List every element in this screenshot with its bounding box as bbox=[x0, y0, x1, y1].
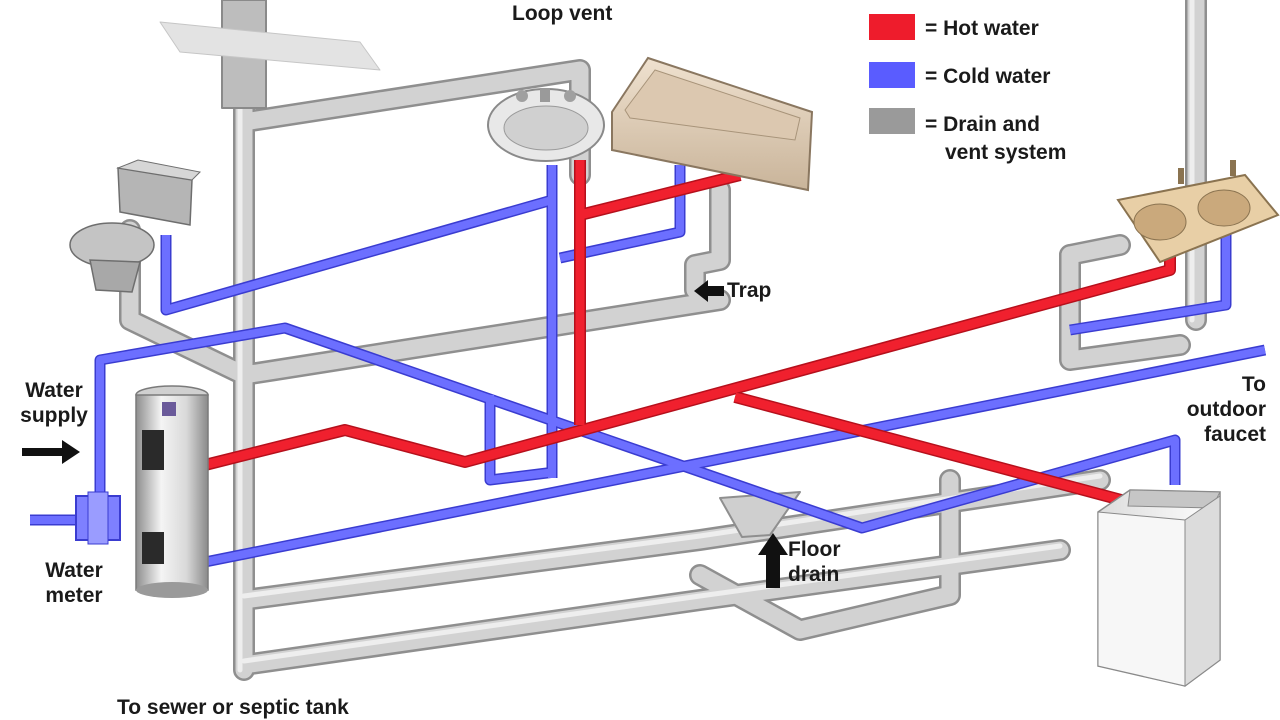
water-meter-label-line2: meter bbox=[45, 584, 103, 607]
floor-drain-label: Floor drain bbox=[788, 537, 841, 587]
trap-arrow bbox=[694, 280, 724, 302]
water-supply-label: Water supply bbox=[8, 378, 100, 428]
legend-label-drain-vent-line2: vent system bbox=[945, 141, 1067, 164]
water-supply-arrow bbox=[22, 440, 80, 464]
water-heater bbox=[135, 385, 209, 598]
loop-vent-label: Loop vent bbox=[512, 2, 613, 25]
floor-drain-label-line2: drain bbox=[788, 563, 840, 586]
legend-swatch-drain-vent bbox=[869, 108, 915, 134]
floor-drain-arrow bbox=[758, 533, 788, 588]
water-supply-label-line1: Water bbox=[25, 379, 83, 402]
outdoor-faucet-label-line1: To bbox=[1241, 373, 1266, 396]
toilet bbox=[69, 159, 202, 293]
legend-swatch-cold-water bbox=[869, 62, 915, 88]
water-meter-label-line1: Water bbox=[45, 559, 103, 582]
kitchen-sink bbox=[1116, 160, 1280, 264]
legend-swatch-hot-water bbox=[869, 14, 915, 40]
sewer-label: To sewer or septic tank bbox=[117, 696, 349, 719]
cold-water-lines bbox=[30, 165, 1267, 568]
legend-label-hot-water: = Hot water bbox=[925, 17, 1039, 40]
legend-label-cold-water: = Cold water bbox=[925, 65, 1051, 88]
washing-machine bbox=[1097, 489, 1221, 687]
legend-label-drain-vent-line1: = Drain and bbox=[925, 113, 1040, 136]
water-supply-label-line2: supply bbox=[20, 404, 88, 427]
outdoor-faucet-label-line3: faucet bbox=[1204, 423, 1266, 446]
bathroom-sink bbox=[487, 88, 605, 162]
water-meter bbox=[75, 491, 121, 545]
water-meter-label: Water meter bbox=[28, 558, 120, 608]
outdoor-faucet-label: To outdoor faucet bbox=[1160, 372, 1266, 447]
trap-label: Trap bbox=[727, 279, 772, 302]
floor-drain-label-line1: Floor bbox=[788, 538, 841, 561]
bathtub bbox=[611, 56, 814, 192]
outdoor-faucet-label-line2: outdoor bbox=[1186, 398, 1266, 421]
hot-water-lines bbox=[203, 160, 1176, 511]
